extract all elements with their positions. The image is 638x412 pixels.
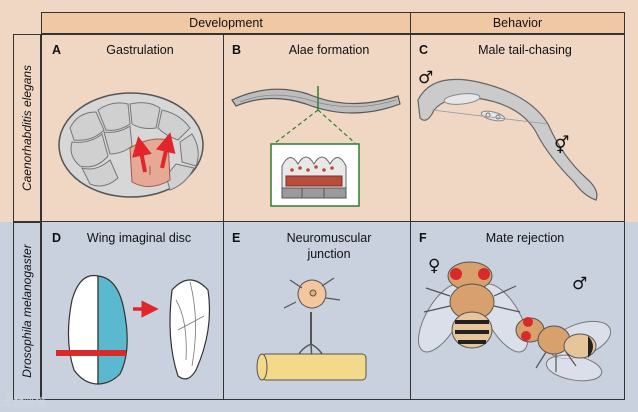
panel-d-letter: D [52,231,62,245]
watermark: 大数跨境 [2,397,46,409]
panel-e-title-line2: junction [307,247,351,261]
panel-f-title: Mate rejection [485,231,565,245]
female-symbol-icon: ♀ [428,256,441,276]
male-fly [515,317,612,382]
male-symbol-icon: ♂ [572,274,588,294]
worms-tail-chasing [417,78,598,201]
side-label-drosophila: Drosophila melanogaster [13,222,41,400]
header-behavior-label: Behavior [492,16,543,30]
red-arrow-icon [132,136,152,173]
female-fly [417,261,529,353]
panel-b-title: Alae formation [288,43,370,57]
panel-f-letter: F [419,231,427,245]
red-arrow-icon [156,132,176,169]
panel-e-title-line1: Neuromuscular [286,231,372,245]
worm-alae [231,86,401,207]
wing-imaginal-disc [56,274,211,385]
panel-c-title: Male tail-chasing [478,43,572,57]
male-symbol-icon: ♂ [418,68,434,88]
header-behavior: Behavior [410,12,625,34]
panel-e-letter: E [232,231,241,245]
panel-f [410,221,625,400]
panel-b-letter: B [232,43,242,57]
header-development-label: Development [189,16,263,30]
side-label-c-elegans: Caenorhabditis elegans [13,34,41,222]
header-development: Development [41,12,411,34]
panel-c-letter: C [419,43,429,57]
panel-a-title: Gastrulation [106,43,174,57]
hermaphrodite-symbol-icon: ⚥ [554,136,570,156]
neuromuscular-junction [256,277,367,381]
embryo-gastrulation [58,92,204,198]
panel-a-letter: A [52,43,62,57]
panel-d-title: Wing imaginal disc [86,231,192,245]
